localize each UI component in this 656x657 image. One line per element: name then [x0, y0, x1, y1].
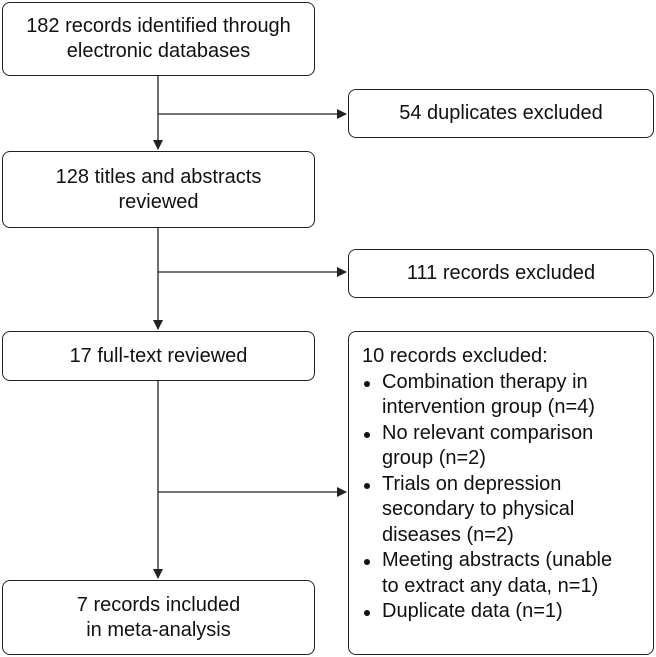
included-line-2: in meta-analysis	[86, 618, 231, 641]
duplicates-excluded-box: 54 duplicates excluded	[348, 89, 654, 138]
reason-3-line-3: diseases (n=2)	[382, 523, 514, 546]
reason-2-line-1: No relevant comparison	[382, 421, 594, 444]
exclusion-reasons-list: Combination therapy in intervention grou…	[359, 370, 643, 625]
duplicates-excluded-text: 54 duplicates excluded	[399, 102, 603, 124]
exclusion-reason-item: Duplicate data (n=1)	[359, 599, 643, 625]
screened-line-2: reviewed	[118, 190, 199, 213]
fulltext-text: 17 full-text reviewed	[69, 344, 248, 367]
reason-2-line-2: group (n=2)	[382, 447, 486, 469]
fulltext-excluded-heading: 10 records excluded:	[362, 345, 548, 367]
identified-line-1: 182 records identified through	[26, 15, 291, 37]
fulltext-box: 17 full-text reviewed	[2, 331, 315, 381]
screened-line-1: 128 titles and abstracts	[55, 165, 262, 188]
exclusion-reason-item: Meeting abstracts (unable to extract any…	[359, 548, 643, 599]
reason-3-line-2: secondary to physical	[382, 498, 575, 520]
identified-line-2: electronic databases	[66, 40, 251, 62]
reason-4-line-2: to extract any data, n=1)	[382, 574, 599, 597]
reason-1-line-1: Combination therapy in	[382, 370, 588, 393]
reason-4-line-1: Meeting abstracts (unable	[382, 549, 613, 571]
included-line-1: 7 records included	[76, 593, 241, 616]
records-excluded-box: 111 records excluded	[348, 249, 654, 298]
exclusion-reason-item: No relevant comparison group (n=2)	[359, 421, 643, 472]
reason-5-line-1: Duplicate data (n=1)	[382, 600, 563, 622]
reason-3-line-1: Trials on depression	[382, 472, 562, 495]
screened-box: 128 titles and abstracts reviewed	[2, 151, 315, 228]
reason-1-line-2: intervention group (n=4)	[382, 396, 595, 418]
identified-box: 182 records identified through electroni…	[2, 2, 315, 76]
exclusion-reason-item: Combination therapy in intervention grou…	[359, 370, 643, 421]
fulltext-excluded-box: 10 records excluded: Combination therapy…	[348, 331, 654, 655]
included-box: 7 records included in meta-analysis	[2, 580, 315, 655]
exclusion-reason-item: Trials on depression secondary to physic…	[359, 472, 643, 549]
records-excluded-text: 111 records excluded	[406, 262, 596, 284]
